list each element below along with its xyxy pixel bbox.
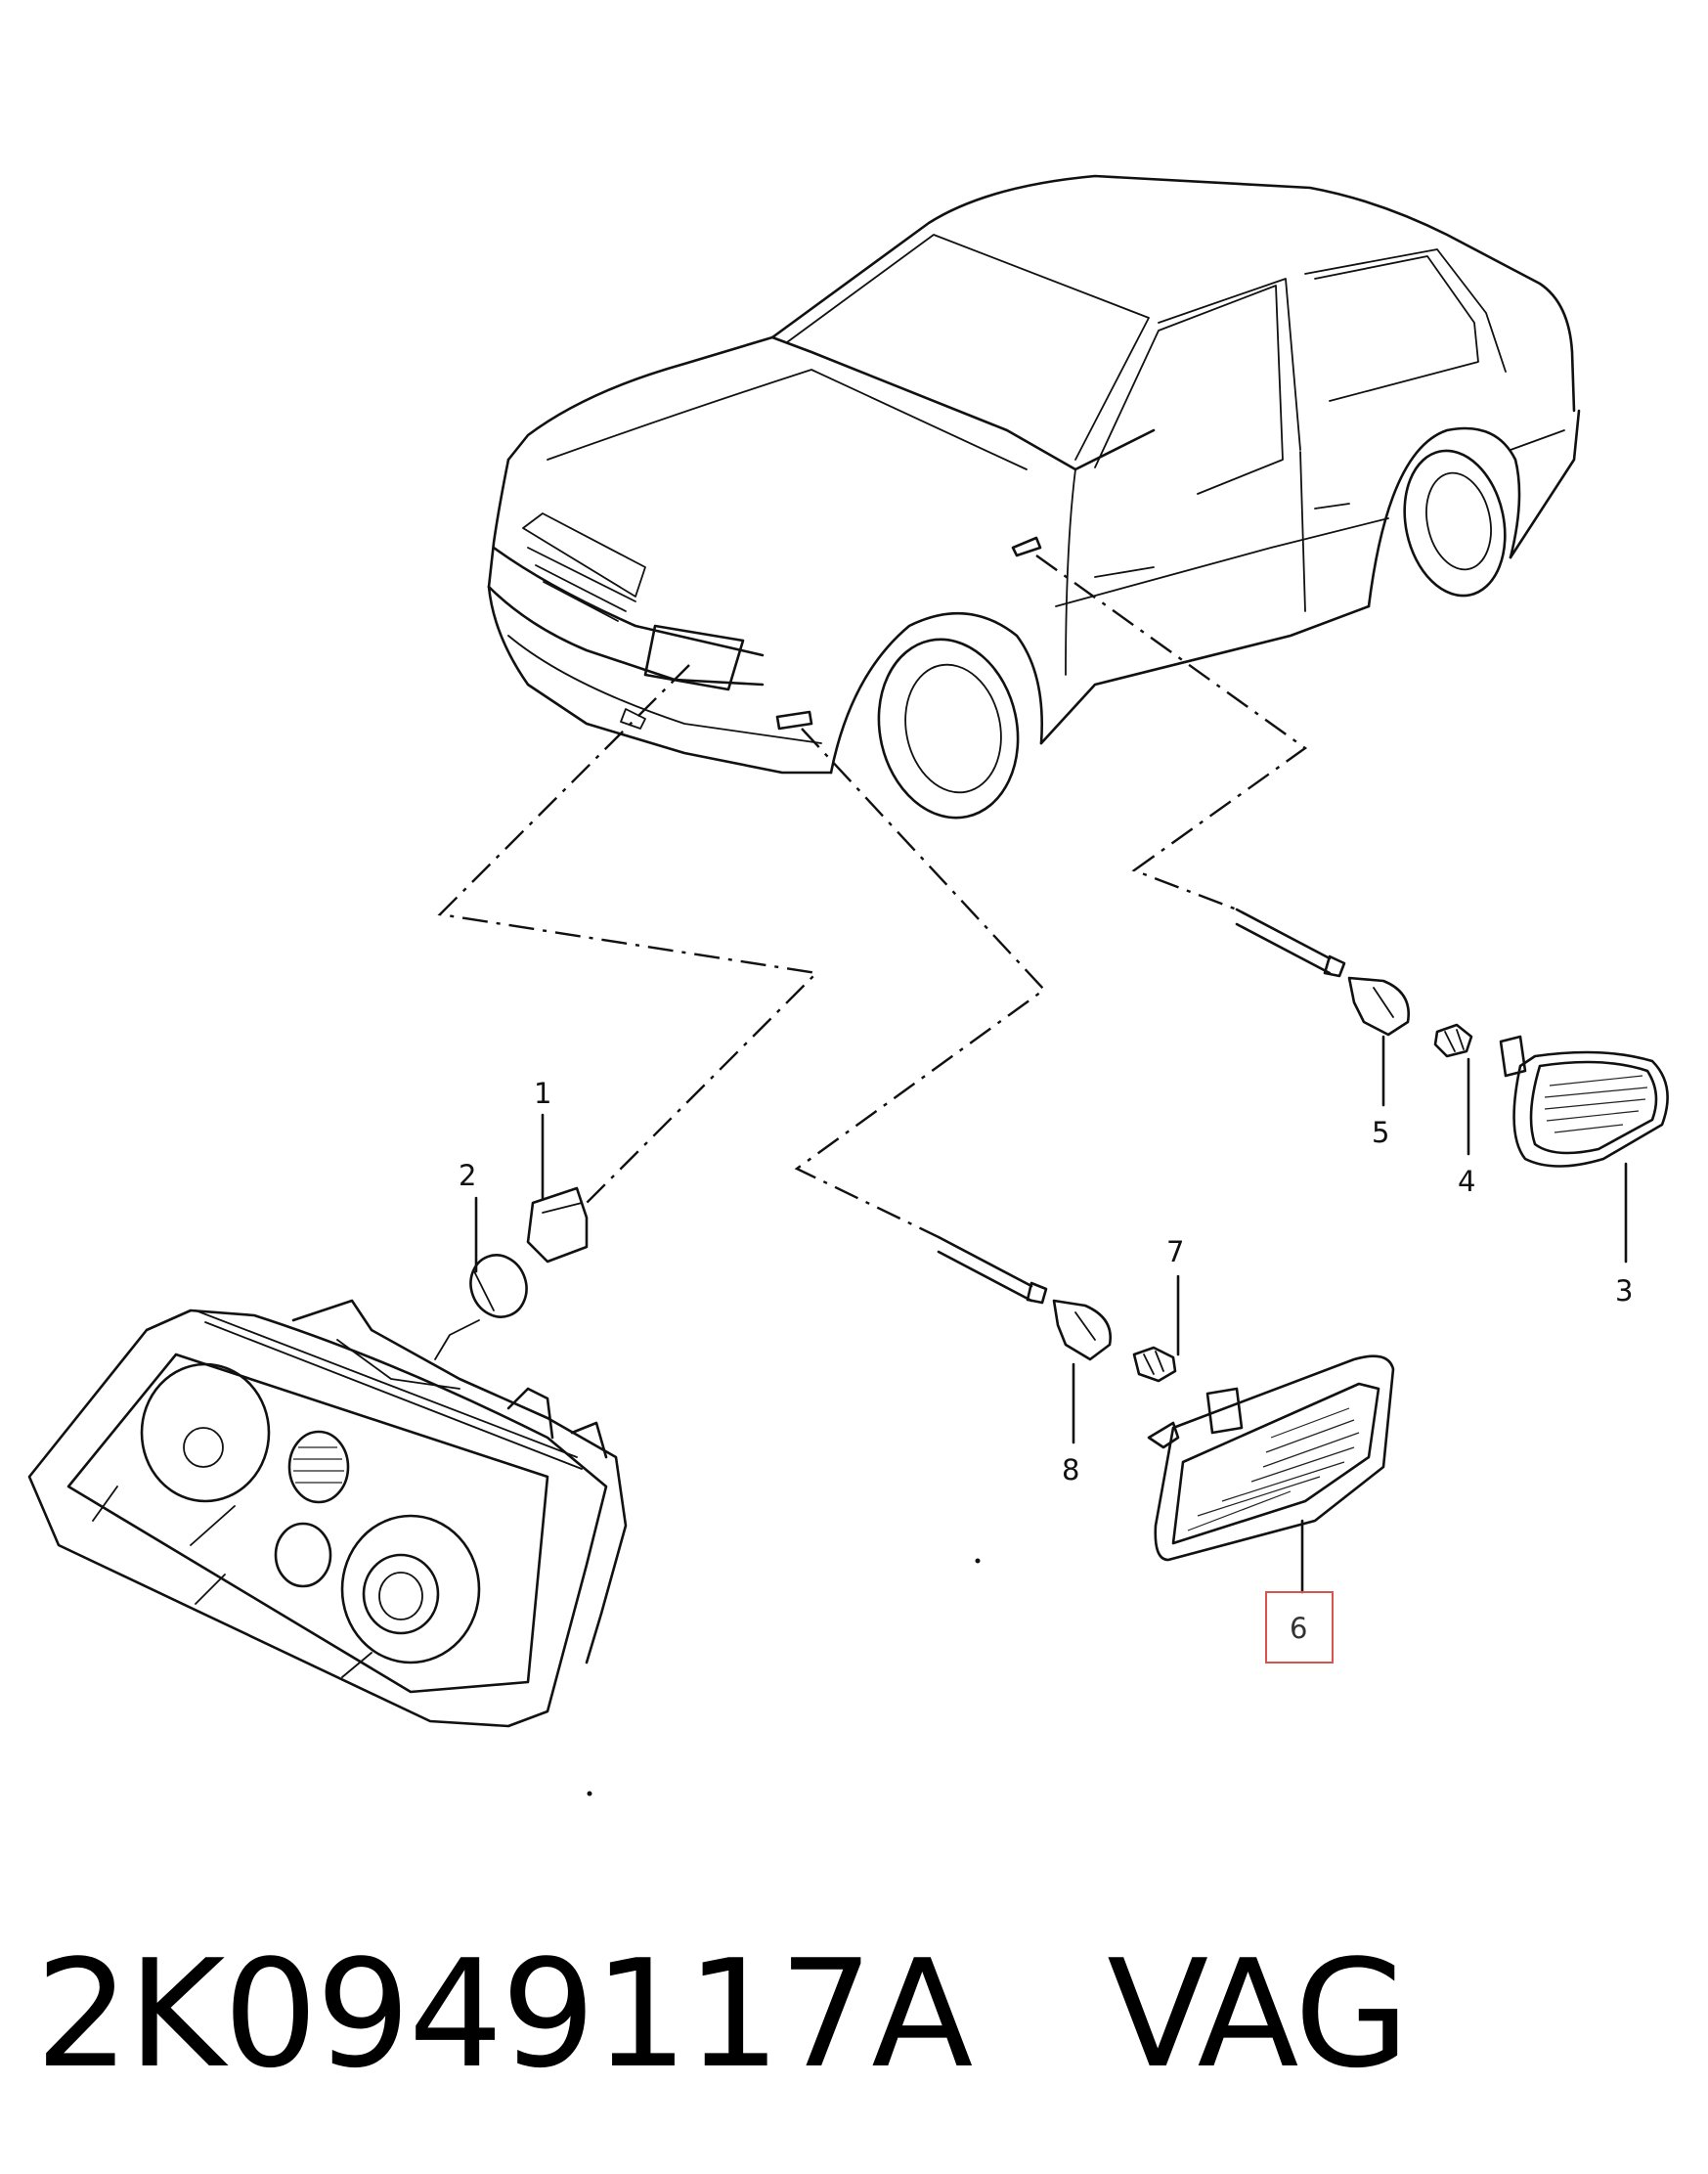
leader-lines xyxy=(437,555,1308,1239)
parts-diagram: 1 2 3 4 5 6 7 8 xyxy=(27,174,1669,1797)
callout-1: 1 xyxy=(534,1077,551,1110)
callout-4: 4 xyxy=(1458,1165,1475,1198)
part-number-caption: 2K0949117A VAG xyxy=(35,1928,1410,2101)
side-marker-group-lower xyxy=(937,1235,1395,1562)
callout-6-highlight-box xyxy=(1265,1591,1334,1664)
headlight-assembly xyxy=(27,1186,628,1728)
scan-dot xyxy=(975,1558,981,1564)
callout-5: 5 xyxy=(1372,1116,1389,1149)
callouts: 1 2 3 4 5 6 7 8 xyxy=(459,1035,1633,1664)
callout-8: 8 xyxy=(1062,1453,1079,1486)
callout-6: 6 xyxy=(1290,1612,1307,1645)
callout-2: 2 xyxy=(459,1159,476,1192)
callout-7: 7 xyxy=(1166,1235,1184,1268)
callout-3: 3 xyxy=(1615,1274,1633,1308)
side-marker-group-upper xyxy=(1235,908,1669,1168)
scan-dot xyxy=(587,1791,592,1797)
car-illustration xyxy=(487,174,1581,820)
